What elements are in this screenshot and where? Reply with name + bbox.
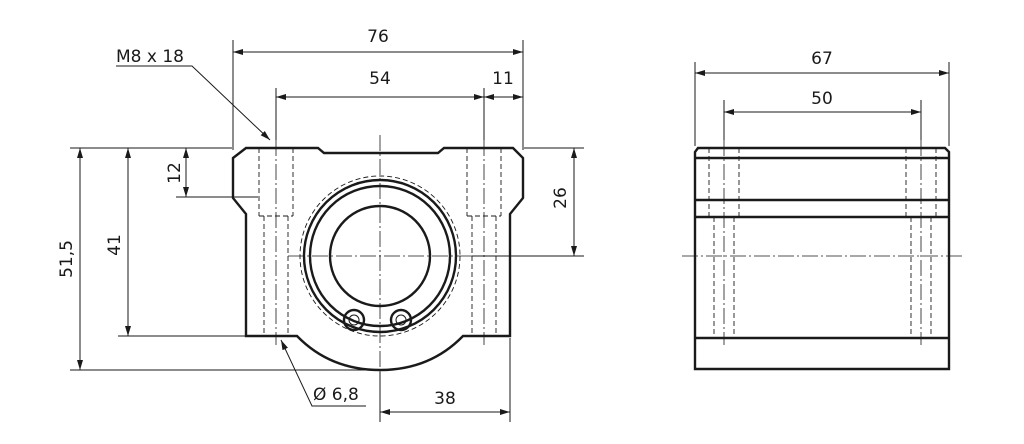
mounting-hole-right-hidden bbox=[466, 148, 502, 336]
thread-leader bbox=[116, 65, 271, 141]
dim-side-length: 67 bbox=[811, 49, 833, 69]
side-hole-right-hidden bbox=[905, 148, 937, 338]
thread-label: M8 x 18 bbox=[116, 47, 184, 67]
dim-hole-spacing: 54 bbox=[369, 69, 391, 89]
front-view bbox=[231, 135, 525, 375]
side-view bbox=[682, 140, 962, 371]
side-hole-left-hidden bbox=[708, 148, 740, 338]
dim-width-total: 76 bbox=[367, 27, 389, 47]
dim-center-to-edge: 38 bbox=[434, 389, 456, 409]
front-dimensions: 76 54 11 M8 x 18 12 51,5 41 26 Ø 6,8 bbox=[57, 27, 584, 422]
dim-mount-height: 41 bbox=[105, 234, 125, 256]
hole-diameter-label: Ø 6,8 bbox=[313, 385, 359, 405]
dim-total-height: 51,5 bbox=[57, 240, 77, 278]
dim-edge-offset: 11 bbox=[492, 69, 514, 89]
dim-side-hole-spacing: 50 bbox=[811, 89, 833, 109]
side-outline bbox=[693, 146, 951, 371]
grease-hole-right bbox=[389, 308, 413, 332]
dim-thread-depth: 12 bbox=[165, 162, 185, 184]
housing-outline bbox=[231, 146, 525, 372]
side-dimensions: 67 50 bbox=[694, 49, 950, 146]
dim-center-height: 26 bbox=[551, 187, 571, 209]
grease-hole-left bbox=[342, 308, 366, 332]
hole-diameter-leader bbox=[280, 339, 366, 407]
